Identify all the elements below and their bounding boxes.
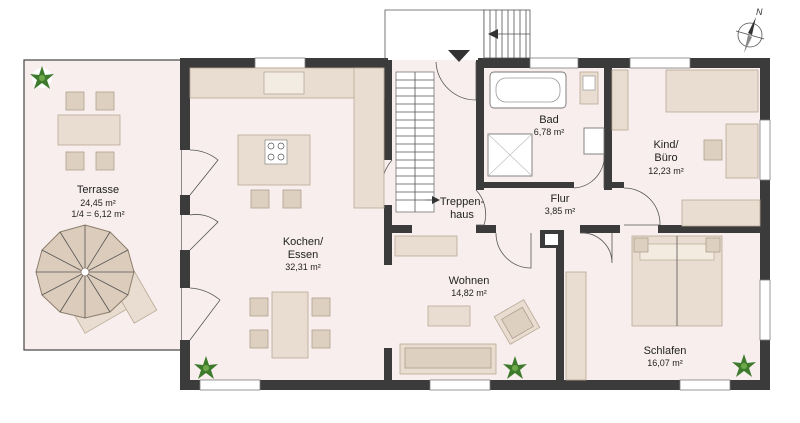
bathroom-fixtures bbox=[487, 71, 605, 177]
compass-icon: N bbox=[735, 7, 765, 53]
kochen-area-value: 32,31 m² bbox=[285, 262, 321, 272]
plant-icon bbox=[503, 356, 527, 379]
flur-area-value: 3,85 m² bbox=[545, 206, 576, 216]
terrasse-share-value: 1/4 = 6,12 m² bbox=[71, 209, 124, 219]
kind-area-value: 12,23 m² bbox=[648, 166, 684, 176]
wohnen-name: Wohnen bbox=[449, 275, 490, 287]
schlafen-furniture bbox=[631, 235, 723, 327]
kind-buero-furniture bbox=[611, 69, 761, 227]
plant-icon bbox=[194, 356, 218, 379]
entrance-arrow-icon bbox=[448, 50, 470, 62]
terrasse-name: Terrasse bbox=[77, 184, 119, 196]
kochen-name-line2: Essen bbox=[288, 249, 319, 261]
schlafen-area-value: 16,07 m² bbox=[647, 358, 683, 368]
treppen-name-line1: Treppen- bbox=[440, 196, 485, 208]
schlafen-name: Schlafen bbox=[644, 345, 687, 357]
kind-name-line2: Büro bbox=[654, 152, 677, 164]
kind-name-line1: Kind/ bbox=[653, 139, 679, 151]
bad-area-value: 6,78 m² bbox=[534, 127, 565, 137]
wohnen-area-value: 14,82 m² bbox=[451, 288, 487, 298]
compass-north-label: N bbox=[756, 7, 763, 17]
parasol-icon bbox=[35, 224, 135, 319]
kochen-name-line1: Kochen/ bbox=[283, 236, 324, 248]
plant-icon bbox=[30, 66, 54, 89]
terrasse-area-value: 24,45 m² bbox=[80, 198, 116, 208]
bad-name: Bad bbox=[539, 114, 559, 126]
kitchen-furniture bbox=[189, 67, 385, 359]
internal-staircase bbox=[395, 71, 440, 213]
wohnen-furniture bbox=[394, 235, 587, 381]
interior-walls bbox=[380, 60, 762, 384]
entrance-stairs bbox=[384, 9, 531, 60]
doors bbox=[189, 61, 661, 341]
flur-name: Flur bbox=[551, 193, 570, 205]
treppen-name-line2: haus bbox=[450, 209, 474, 221]
room-labels: Terrasse 24,45 m² 1/4 = 6,12 m² Kochen/ … bbox=[71, 114, 686, 368]
windows bbox=[199, 57, 771, 391]
plant-icon bbox=[732, 354, 756, 377]
